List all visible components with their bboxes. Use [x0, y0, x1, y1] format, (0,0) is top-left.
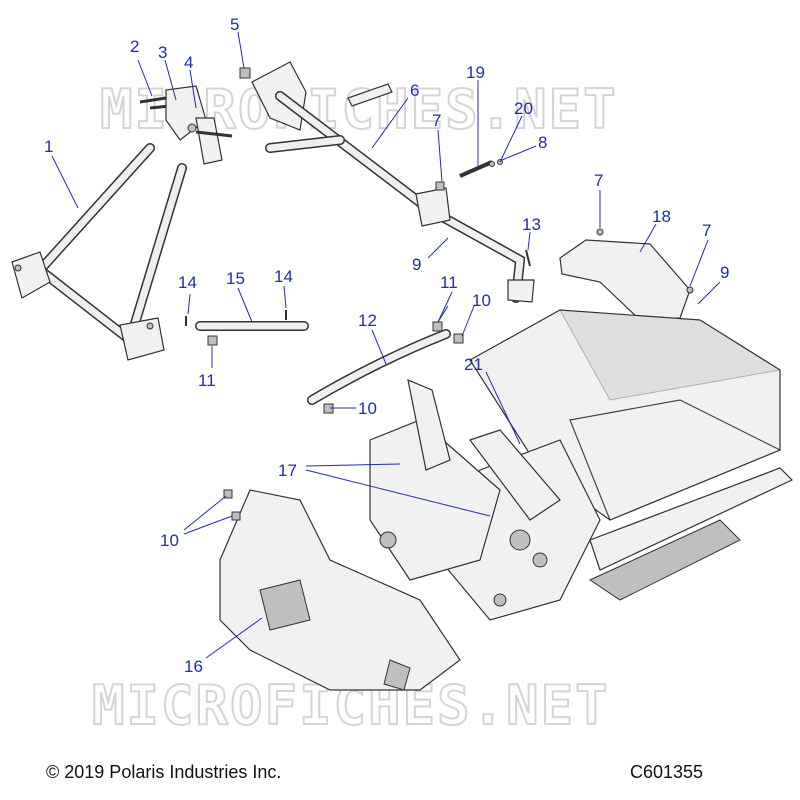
callout-2: 2	[130, 37, 139, 56]
callout-7a: 7	[432, 111, 441, 130]
callout-10b: 10	[358, 399, 377, 418]
parts-19-20-8-hardware	[435, 159, 503, 191]
callout-16: 16	[184, 657, 203, 676]
part-5-nut	[239, 67, 251, 79]
callout-11a: 11	[198, 371, 216, 390]
callout-3: 3	[158, 43, 167, 62]
copyright-text: © 2019 Polaris Industries Inc.	[46, 762, 282, 782]
callout-13: 13	[522, 215, 541, 234]
callouts: 1 2 3 4 5 6 7 19 20 8 13 18 7 7 9 9 14 1…	[44, 15, 729, 676]
part-10-bolts	[223, 489, 241, 521]
callout-8: 8	[538, 133, 547, 152]
chassis	[219, 309, 794, 691]
callout-1: 1	[44, 137, 53, 156]
callout-21: 21	[464, 355, 483, 374]
callout-9a: 9	[412, 255, 421, 274]
callout-17: 17	[278, 461, 297, 480]
part-6-steering-support	[251, 61, 535, 303]
callout-15: 15	[226, 269, 245, 288]
leader-lines	[51, 31, 721, 659]
callout-19: 19	[466, 63, 485, 82]
callout-6: 6	[410, 81, 419, 100]
part-13-bolt	[525, 249, 531, 267]
part-15-tie-bar	[185, 310, 309, 346]
callout-14b: 14	[274, 267, 293, 286]
callout-7b: 7	[594, 171, 603, 190]
callout-12: 12	[358, 311, 377, 330]
callout-9b: 9	[720, 263, 729, 282]
callout-18: 18	[652, 207, 671, 226]
part-18-bracket	[559, 228, 694, 321]
callout-14a: 14	[178, 273, 197, 292]
callout-11b: 11	[440, 273, 458, 292]
part-1-front-frame-tubes	[11, 143, 187, 361]
part-12-rod	[307, 321, 464, 414]
callout-10c: 10	[160, 531, 179, 550]
callout-4: 4	[184, 53, 193, 72]
callout-10a: 10	[472, 291, 491, 310]
diagram-code: C601355	[630, 762, 704, 782]
callout-7c: 7	[702, 221, 711, 240]
callout-5: 5	[230, 15, 239, 34]
callout-20: 20	[514, 99, 533, 118]
